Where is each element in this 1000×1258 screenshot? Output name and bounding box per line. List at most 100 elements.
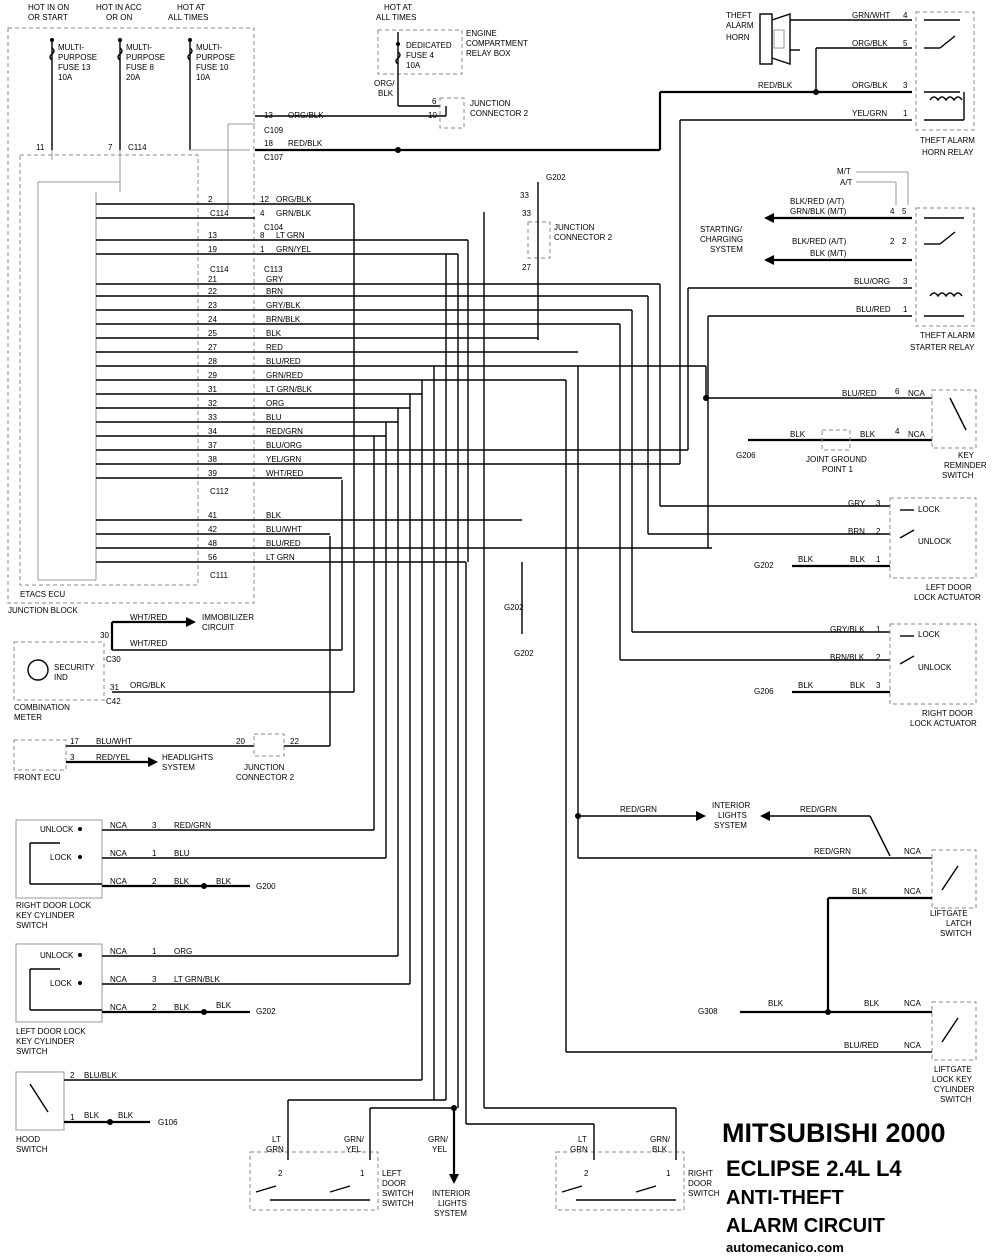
etacs-pin-label: 13	[208, 231, 217, 240]
svg-text:NCA: NCA	[908, 430, 926, 439]
svg-text:6: 6	[432, 97, 437, 106]
svg-text:ORG/BLK: ORG/BLK	[852, 39, 888, 48]
etacs-wire-color: BRN/BLK	[266, 315, 301, 324]
svg-text:GRN: GRN	[266, 1145, 284, 1154]
svg-text:C42: C42	[106, 697, 121, 706]
svg-text:ENGINE: ENGINE	[466, 29, 497, 38]
svg-text:NCA: NCA	[904, 1041, 922, 1050]
etacs-pin-label: 41	[208, 511, 217, 520]
svg-text:BLU: BLU	[174, 849, 190, 858]
key-reminder-switch: BLU/RED 6 NCA BLK BLK 4 NCA JOINT GROUND…	[703, 387, 987, 480]
svg-text:C104: C104	[264, 223, 284, 232]
title-line-2: ECLIPSE 2.4L L4	[726, 1156, 902, 1181]
svg-text:LOCK ACTUATOR: LOCK ACTUATOR	[914, 593, 981, 602]
svg-text:22: 22	[290, 737, 299, 746]
etacs-pin-label: 38	[208, 455, 217, 464]
etacs-pin-label: 28	[208, 357, 217, 366]
svg-text:KEY CYLINDER: KEY CYLINDER	[16, 911, 75, 920]
svg-text:SWITCH: SWITCH	[382, 1199, 414, 1208]
etacs-pin2-label: 12	[260, 195, 269, 204]
svg-text:10A: 10A	[406, 61, 421, 70]
etacs-pin2-label: 4	[260, 209, 265, 218]
svg-text:17: 17	[70, 737, 79, 746]
svg-text:GRN/BLK (M/T): GRN/BLK (M/T)	[790, 207, 847, 216]
svg-text:PURPOSE: PURPOSE	[196, 53, 235, 62]
etacs-pin-label: 33	[208, 413, 217, 422]
svg-text:STARTING/: STARTING/	[700, 225, 743, 234]
svg-text:BLK: BLK	[850, 681, 866, 690]
svg-text:2: 2	[902, 237, 907, 246]
etacs-wire-color: GRN/RED	[266, 371, 303, 380]
svg-text:1: 1	[152, 947, 157, 956]
svg-text:STARTER RELAY: STARTER RELAY	[910, 343, 975, 352]
svg-text:G202: G202	[546, 173, 566, 182]
svg-text:COMBINATION: COMBINATION	[14, 703, 70, 712]
svg-text:13: 13	[264, 111, 273, 120]
theft-alarm-starter-relay: M/T A/T BLK/RED (A/T) GRN/BLK (M/T) 4 5 …	[687, 167, 975, 548]
svg-text:SECURITY: SECURITY	[54, 663, 95, 672]
svg-text:METER: METER	[14, 713, 42, 722]
svg-text:GRN/: GRN/	[344, 1135, 365, 1144]
svg-text:BRN: BRN	[848, 527, 865, 536]
etacs-wire-color: BLK	[266, 329, 282, 338]
svg-text:HORN: HORN	[726, 33, 750, 42]
etacs-wire-color: GRN/BLK	[276, 209, 312, 218]
svg-text:HOT AT: HOT AT	[384, 3, 412, 12]
svg-text:FUSE 10: FUSE 10	[196, 63, 229, 72]
svg-text:2: 2	[70, 1071, 75, 1080]
svg-text:SWITCH: SWITCH	[942, 471, 974, 480]
etacs-wire-color: GRN/YEL	[276, 245, 312, 254]
svg-text:ORG: ORG	[174, 947, 192, 956]
svg-text:2: 2	[152, 877, 157, 886]
liftgate-latch-switch: BLK NCA LIFTGATE LATCH SWITCH	[826, 849, 977, 1012]
svg-text:HOT AT: HOT AT	[177, 3, 205, 12]
svg-text:LEFT DOOR: LEFT DOOR	[926, 583, 972, 592]
svg-text:FUSE 4: FUSE 4	[406, 51, 435, 60]
svg-text:REMINDER: REMINDER	[944, 461, 987, 470]
svg-text:LEFT: LEFT	[382, 1169, 402, 1178]
svg-text:IND: IND	[54, 673, 68, 682]
svg-text:10A: 10A	[196, 73, 211, 82]
svg-text:20: 20	[236, 737, 245, 746]
etacs-wire-color: LT GRN	[276, 231, 305, 240]
etacs-wire-color: GRY/BLK	[266, 301, 301, 310]
junction-connector-2-top: 6 10 JUNCTION CONNECTOR 2	[255, 97, 529, 129]
svg-text:NCA: NCA	[110, 849, 128, 858]
etacs-pin-label: 25	[208, 329, 217, 338]
svg-text:4: 4	[895, 427, 900, 436]
svg-text:JOINT GROUND: JOINT GROUND	[806, 455, 867, 464]
etacs-pin-label: 31	[208, 385, 217, 394]
svg-text:BLK: BLK	[852, 887, 868, 896]
etacs-pin-label: 24	[208, 315, 217, 324]
svg-text:NCA: NCA	[904, 999, 922, 1008]
svg-text:JUNCTION: JUNCTION	[244, 763, 285, 772]
svg-text:WHT/RED: WHT/RED	[130, 613, 168, 622]
svg-text:SYSTEM: SYSTEM	[162, 763, 195, 772]
svg-text:LOCK: LOCK	[50, 979, 72, 988]
svg-text:3: 3	[903, 277, 908, 286]
svg-text:G202: G202	[514, 649, 534, 658]
svg-text:5: 5	[903, 39, 908, 48]
svg-text:BLK: BLK	[768, 999, 784, 1008]
svg-text:11: 11	[36, 143, 45, 152]
etacs-ecu-label: ETACS ECU	[20, 590, 65, 599]
svg-text:4: 4	[890, 207, 895, 216]
svg-text:HORN RELAY: HORN RELAY	[922, 148, 974, 157]
svg-text:PURPOSE: PURPOSE	[126, 53, 165, 62]
etacs-wire-color: BLU	[266, 413, 282, 422]
svg-text:LOCK: LOCK	[918, 505, 940, 514]
svg-text:2: 2	[278, 1169, 283, 1178]
junction-connector-2-mid: G202 33 33 JUNCTION CONNECTOR 2 27 G202 …	[504, 173, 613, 658]
svg-text:1: 1	[152, 849, 157, 858]
svg-text:THEFT ALARM: THEFT ALARM	[920, 331, 975, 340]
etacs-wire-color: BRN	[266, 287, 283, 296]
svg-text:BLK: BLK	[864, 999, 880, 1008]
etacs-pin-label: 37	[208, 441, 217, 450]
etacs-pin-label: 42	[208, 525, 217, 534]
svg-text:BLK: BLK	[790, 430, 806, 439]
svg-text:RED/GRN: RED/GRN	[174, 821, 211, 830]
etacs-wire-color: GRY	[266, 275, 284, 284]
junction-block-label: JUNCTION BLOCK	[8, 606, 78, 615]
svg-text:UNLOCK: UNLOCK	[40, 951, 74, 960]
